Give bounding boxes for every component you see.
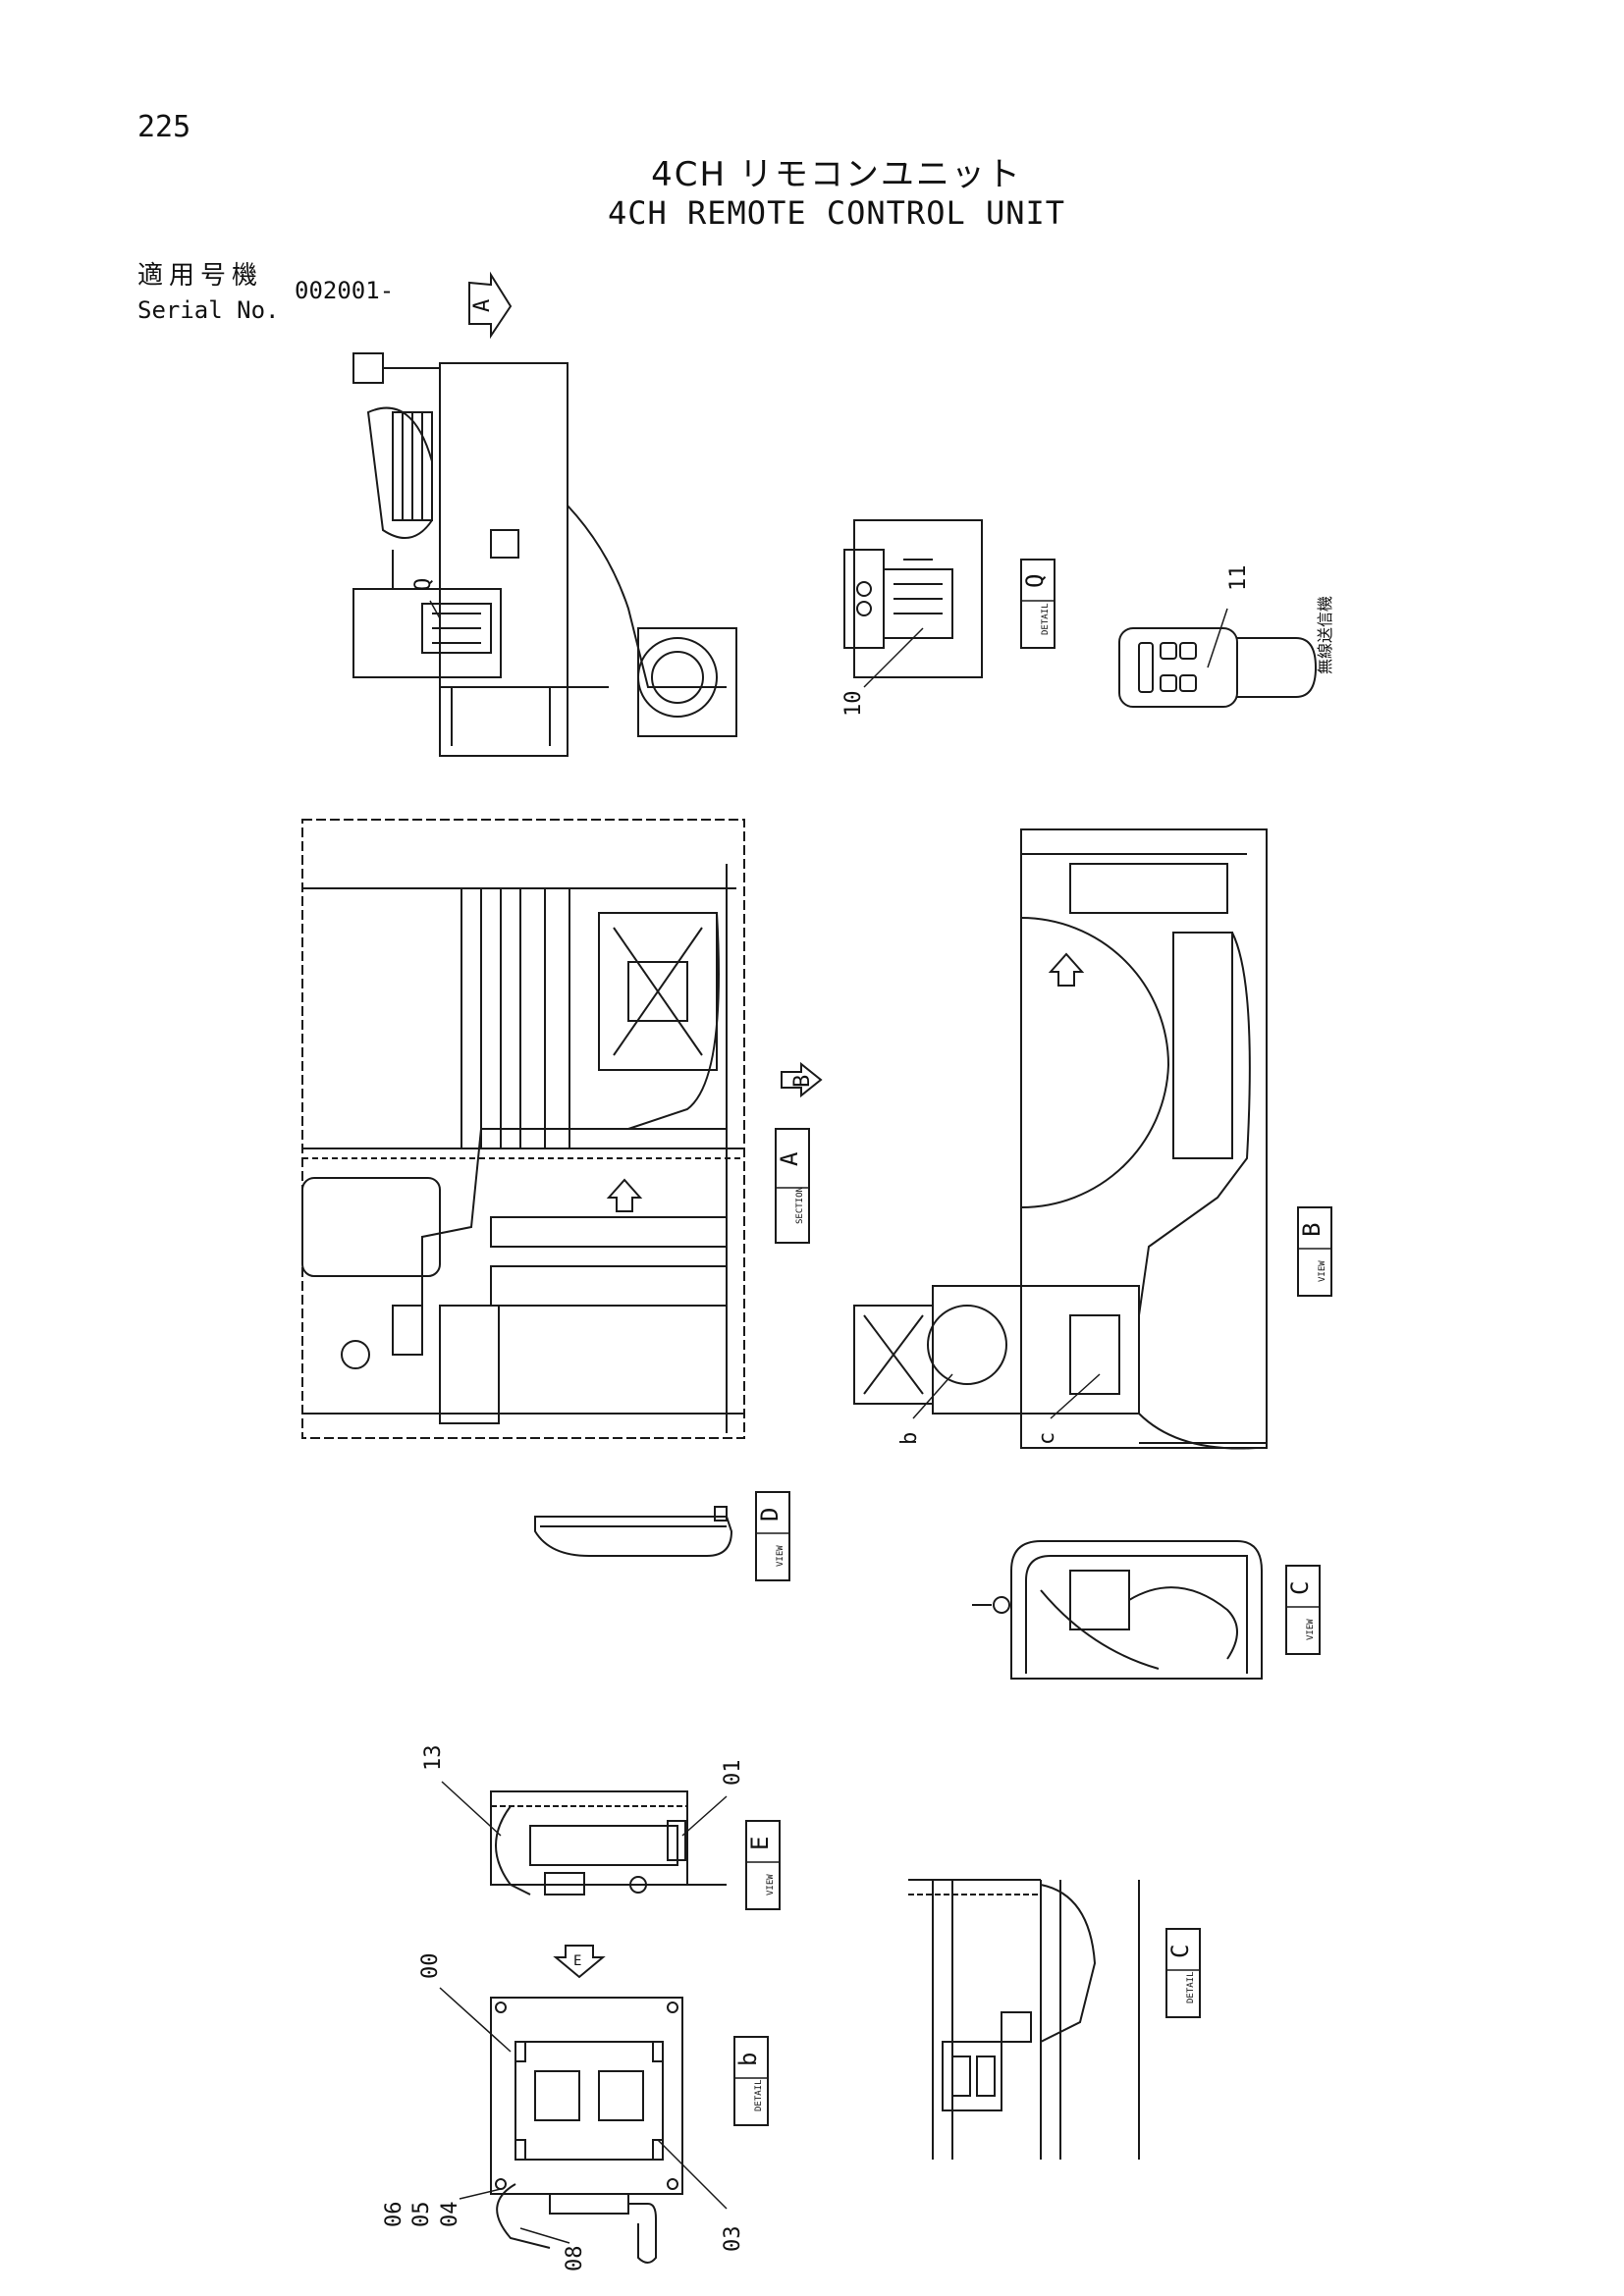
callout-q: Q [411, 578, 441, 619]
view-c-illustration [972, 1540, 1263, 1680]
svg-text:c: c [1035, 1432, 1059, 1445]
callout-01: 01 [681, 1760, 745, 1837]
svg-text:DETAIL: DETAIL [754, 2079, 764, 2111]
svg-text:C: C [1286, 1581, 1314, 1595]
svg-text:Q: Q [1021, 574, 1049, 588]
tag-detail-q: Q DETAIL [1020, 559, 1056, 649]
svg-text:Q: Q [411, 578, 436, 591]
section-a-illustration [301, 819, 745, 1439]
machine-top-view [352, 352, 737, 757]
svg-text:VIEW: VIEW [776, 1545, 785, 1567]
tag-section-a: A SECTION [775, 1128, 810, 1244]
callout-08: 08 [519, 2227, 587, 2272]
callout-06: 06 [382, 2202, 406, 2228]
serial-label-english: Serial No. [137, 296, 280, 324]
callout-b: b [897, 1373, 953, 1445]
detail-c-illustration [908, 1879, 1140, 2160]
title-english: 4CH REMOTE CONTROL UNIT [607, 194, 1066, 232]
svg-text:10: 10 [841, 691, 866, 718]
svg-text:無線送信機: 無線送信機 [1316, 596, 1334, 674]
transmitter-label: 無線送信機 [1316, 596, 1334, 674]
svg-text:VIEW: VIEW [1318, 1260, 1327, 1282]
detail-q-illustration [843, 519, 983, 688]
serial-number-value: 002001- [295, 277, 395, 304]
svg-text:DETAIL: DETAIL [1186, 1971, 1196, 2003]
tag-view-b: B VIEW [1297, 1206, 1332, 1297]
svg-text:b: b [897, 1432, 922, 1445]
svg-text:03: 03 [721, 2226, 745, 2253]
tag-detail-c: C DETAIL [1165, 1928, 1201, 2018]
svg-text:B: B [790, 1075, 815, 1088]
svg-text:SECTION: SECTION [795, 1187, 805, 1224]
callout-04: 04 [438, 2188, 502, 2228]
svg-text:A: A [776, 1151, 803, 1166]
callout-10: 10 [841, 691, 866, 718]
svg-text:E: E [746, 1837, 774, 1850]
tag-view-e: E VIEW [745, 1820, 781, 1910]
detail-b-illustration [490, 1997, 683, 2264]
serial-label-japanese: 適用号機 [137, 261, 264, 291]
tag-view-c: C VIEW [1285, 1565, 1321, 1655]
tag-view-d: D VIEW [755, 1491, 790, 1581]
page-number: 225 [137, 110, 191, 144]
svg-text:B: B [1298, 1223, 1326, 1237]
svg-text:05: 05 [409, 2202, 434, 2228]
svg-text:00: 00 [418, 1953, 443, 1980]
svg-text:11: 11 [1226, 565, 1251, 592]
svg-text:VIEW: VIEW [1306, 1619, 1316, 1640]
svg-text:04: 04 [438, 2202, 462, 2228]
view-marker-a: A [468, 271, 513, 340]
callout-11: 11 [1226, 565, 1251, 592]
svg-text:DETAIL: DETAIL [1041, 603, 1051, 635]
callout-05: 05 [409, 2202, 434, 2228]
svg-text:b: b [734, 2053, 762, 2066]
callout-13: 13 [421, 1745, 502, 1837]
svg-text:06: 06 [382, 2202, 406, 2228]
view-marker-e: E [553, 1945, 606, 1979]
view-b-illustration [853, 828, 1268, 1450]
svg-text:01: 01 [721, 1760, 745, 1787]
view-d-illustration [534, 1506, 733, 1557]
title-japanese: 4CH リモコンユニット [651, 155, 1022, 194]
callout-03: 03 [657, 2139, 745, 2253]
remote-transmitter [1118, 608, 1318, 708]
svg-text:D: D [756, 1508, 784, 1522]
callout-00: 00 [418, 1953, 512, 2053]
callout-c: c [1035, 1373, 1101, 1445]
svg-text:VIEW: VIEW [766, 1874, 776, 1896]
view-e-illustration [490, 1790, 727, 1896]
svg-text:E: E [573, 1953, 581, 1969]
svg-text:C: C [1166, 1945, 1194, 1958]
view-marker-b: B [781, 1061, 823, 1098]
svg-text:13: 13 [421, 1745, 446, 1772]
svg-text:08: 08 [563, 2246, 587, 2272]
svg-text:A: A [470, 299, 495, 312]
tag-detail-b: b DETAIL [733, 2036, 769, 2126]
